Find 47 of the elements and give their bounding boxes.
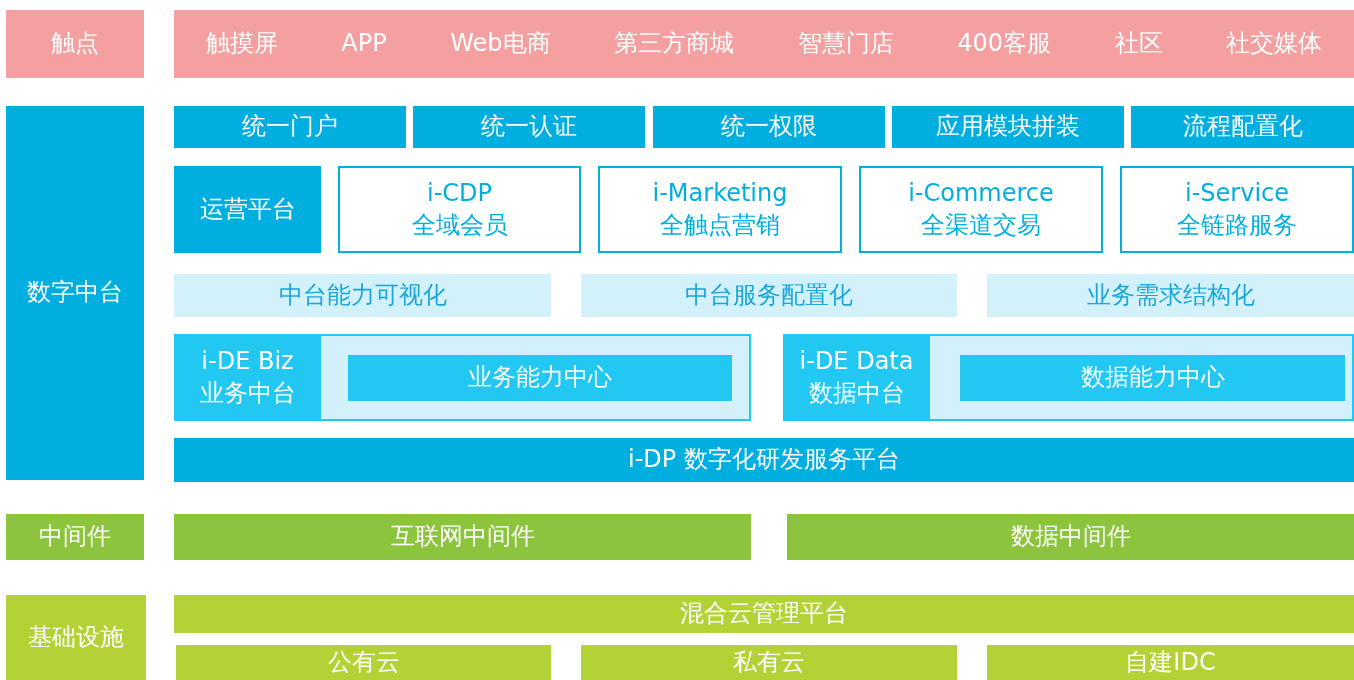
module-box: 互联网中间件 [174,514,751,560]
module-box [338,166,581,253]
module-box: 应用模块拼装 [892,106,1124,148]
module-box: 流程配置化 [1131,106,1354,148]
platform-panel [174,334,751,421]
panel-title: i-DE Data 数据中台 [783,334,930,421]
module-text: i-CDP [426,178,492,210]
module-box [598,166,842,253]
module-box: 运营平台 [174,166,321,253]
side-label: 基础设施 [6,595,146,680]
module-text: i-Marketing [652,178,788,210]
module-box: 自建IDC [987,645,1354,680]
side-label: 中间件 [6,514,144,560]
touchpoint-label: Web电商 [450,28,551,60]
touchpoint-label: APP [341,28,387,60]
touchpoint-label: 400客服 [957,28,1051,60]
module-box: 中台能力可视化 [174,274,551,317]
module-text: 全渠道交易 [921,209,1041,241]
module-text: 全域会员 [411,209,508,241]
module-box: 公有云 [176,645,551,680]
module-box [1120,166,1354,253]
module-box: 数据能力中心 [960,355,1345,401]
module-box: 业务需求结构化 [987,274,1354,317]
touchpoint-label: 第三方商城 [614,28,735,60]
touchpoint-label: 社交媒体 [1226,28,1323,60]
module-text: 全链路服务 [1177,209,1297,241]
module-box: 私有云 [581,645,957,680]
platform-bar: i-DP 数字化研发服务平台 [174,438,1354,482]
module-box: 数据中间件 [787,514,1354,560]
module-text: i-Commerce [908,178,1054,210]
platform-bar: 混合云管理平台 [174,595,1354,633]
panel-title: i-DE Biz 业务中台 [174,334,321,421]
touchpoint-label: 社区 [1114,28,1163,60]
module-text: i-Service [1185,178,1289,210]
platform-panel [783,334,1354,421]
module-box: 统一门户 [174,106,406,148]
module-box: 统一认证 [413,106,645,148]
touchpoint-bar [174,10,1354,78]
side-label: 触点 [6,10,144,78]
module-box [859,166,1103,253]
module-box: 中台服务配置化 [581,274,957,317]
touchpoint-label: 触摸屏 [205,28,278,60]
touchpoint-label: 智慧门店 [797,28,894,60]
module-box: 统一权限 [653,106,885,148]
module-text: 全触点营销 [660,209,780,241]
side-label: 数字中台 [6,106,144,480]
module-box: 业务能力中心 [348,355,732,401]
